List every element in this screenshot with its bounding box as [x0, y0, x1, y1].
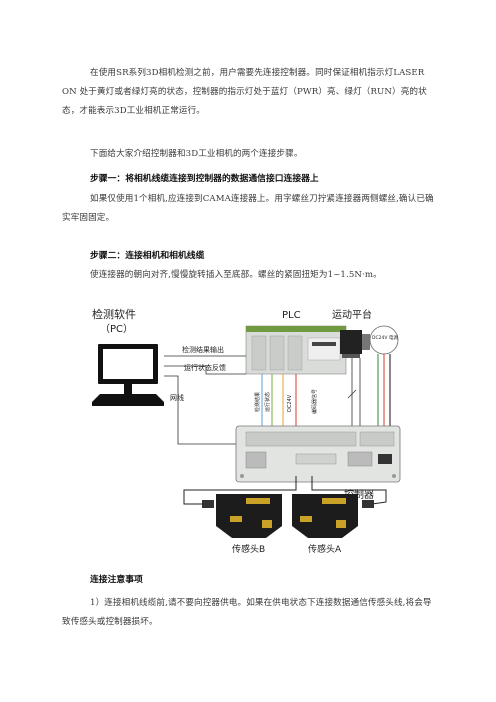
sensor-a-label: 传感头A [308, 543, 342, 555]
sensor-head-a-icon [292, 494, 358, 538]
connection-diagram: 检测软件 （PC） PLC 运动平台 DC24 [86, 304, 416, 560]
step1-body: 如果仅使用1个相机,应连接到CAMA连接器上。用字螺丝刀拧紧连接器两侧螺丝,确认… [62, 194, 434, 223]
intro-paragraph-2: 下面给大家介绍控制器和3D工业相机的两个连接步骤。 [90, 149, 303, 159]
plc-device-icon [245, 325, 347, 375]
motion-label: 运动平台 [332, 308, 372, 321]
step2-body: 使连接器的朝向对齐,慢慢旋转插入至底部。螺丝的紧固扭矩为1~1.5N·m。 [90, 270, 382, 280]
notes-title: 连接注意事项 [90, 575, 143, 585]
network-label: 网线 [170, 393, 184, 402]
sensor-b-label: 传感头B [232, 543, 265, 555]
power-supply-icon: DC24V 电源 [369, 325, 399, 355]
intro-paragraph: 在使用SR系列3D相机检测之前，用户需要先连接控制器。同时保证相机指示灯LASE… [62, 68, 427, 116]
status-feedback-label: 运行状态反馈 [184, 363, 226, 372]
motor-icon [340, 330, 370, 358]
sensor-head-b-icon [216, 494, 282, 538]
step2-title: 步骤二：连接相机和相机线缆 [90, 251, 205, 261]
result-output-label: 检测结果输出 [182, 345, 224, 354]
plc-label: PLC [282, 310, 301, 321]
notes-body: 1）连接相机线缆前,请不要向控器供电。如果在供电状态下连接数据通信传感头线,将会… [62, 598, 432, 627]
signal-label-1: 检测结果 [254, 392, 261, 412]
step1-title: 步骤一：将相机线缆连接到控制器的数据通信接口连接器上 [90, 174, 319, 184]
software-label: 检测软件 [92, 307, 136, 321]
controller-device-icon [235, 425, 401, 483]
signal-label-3: DC24V [287, 394, 293, 412]
software-sub-label: （PC） [100, 323, 133, 335]
svg-text:DC24V 电源: DC24V 电源 [372, 334, 398, 341]
signal-label-4: 编码器信号 [311, 389, 318, 414]
pc-icon [92, 344, 164, 406]
signal-label-2: 运行状态 [264, 392, 271, 412]
